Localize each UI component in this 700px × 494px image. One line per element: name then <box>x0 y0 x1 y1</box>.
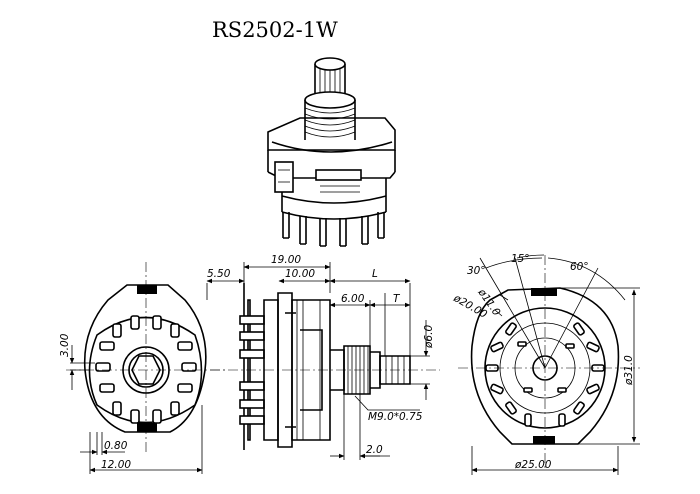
dim-0-80: 0.80 <box>104 440 128 452</box>
switch-3d-illustration <box>267 57 396 247</box>
dim-thread: M9.0*0.75 <box>368 411 423 423</box>
slot-ring <box>95 315 197 424</box>
dim-phi-6: ø6.0 <box>423 325 435 349</box>
dim-phi-31: ø31.0 <box>623 355 635 386</box>
angle-60: 60° <box>570 261 589 273</box>
dim-12-00: 12.00 <box>101 459 131 471</box>
dim-10-00: 10.00 <box>285 268 315 280</box>
dim-2-0: 2.0 <box>366 444 383 456</box>
bottom-view <box>66 262 225 474</box>
dim-phi-25: ø25.00 <box>514 459 552 471</box>
dim-T: T <box>393 293 401 305</box>
front-view <box>458 254 640 475</box>
dim-6-00: 6.00 <box>341 293 365 305</box>
dim-5-50: 5.50 <box>207 268 231 280</box>
dim-L: L <box>372 268 378 280</box>
angle-30: 30° <box>467 265 486 277</box>
side-view <box>206 262 440 460</box>
angle-15: 15° <box>511 253 530 265</box>
dim-19-00: 19.00 <box>271 254 301 266</box>
dim-3-00: 3.00 <box>59 333 71 357</box>
drawing-title: RS2502-1W <box>212 18 338 42</box>
